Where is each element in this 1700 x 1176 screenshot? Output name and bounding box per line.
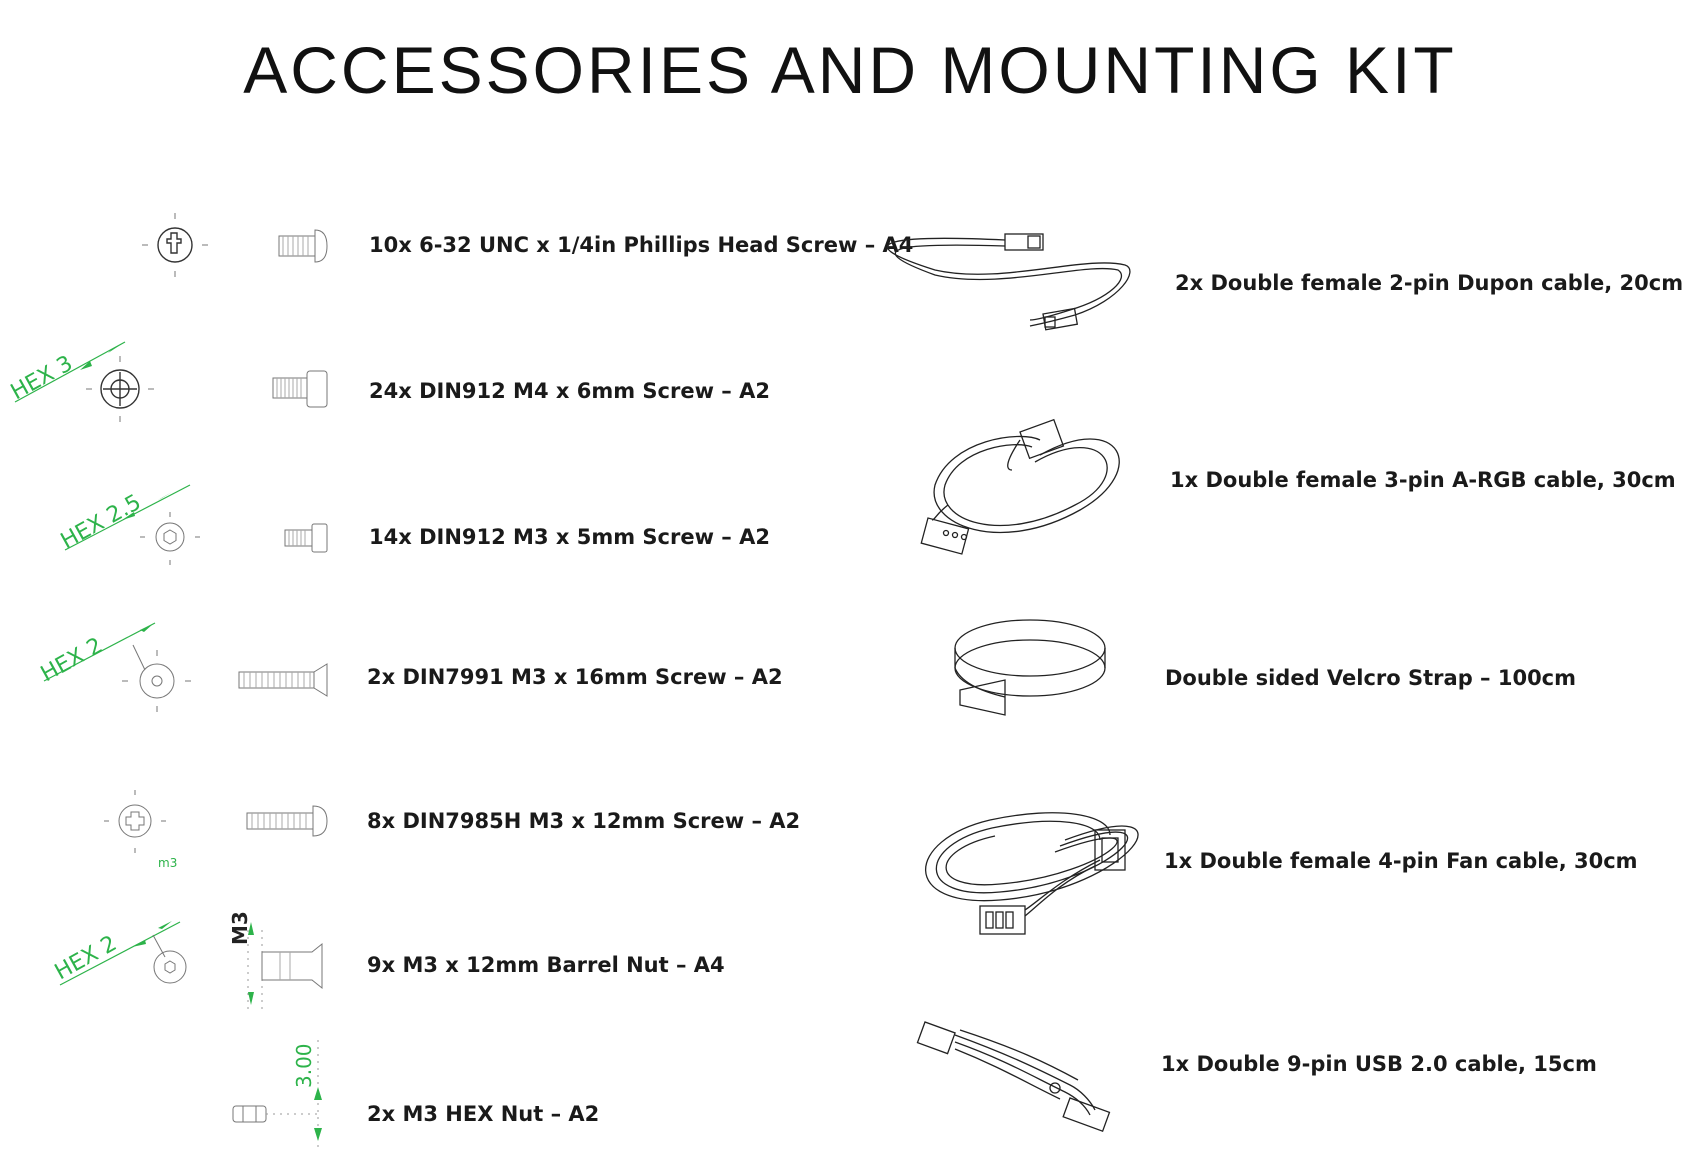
phillips-screw-side-icon [278, 229, 328, 263]
item-label-phillips-screw: 10x 6-32 UNC x 1/4in Phillips Head Screw… [369, 233, 914, 257]
dupon-2pin-cable-icon [886, 233, 1131, 331]
hex-3-label: HEX 3 [7, 351, 77, 405]
hex-2-label: HEX 2 [37, 633, 107, 687]
din912-m3-side-icon [284, 523, 328, 553]
argb-3pin-cable-icon [920, 418, 1120, 555]
barrel-nut-front-icon: HEX 2 [51, 921, 187, 986]
phillips-head-front-icon [142, 213, 208, 277]
hex-socket-m3-front-icon: HEX 2.5 [57, 484, 200, 565]
item-label-4pin-fan-cable: 1x Double female 4-pin Fan cable, 30cm [1164, 849, 1638, 873]
m3-label: m3 [158, 856, 177, 870]
item-label-din7991-screw: 2x DIN7991 M3 x 16mm Screw – A2 [367, 665, 783, 689]
barrel-nut-side-icon: M3 [228, 911, 323, 1010]
din7991-side-icon [238, 663, 328, 697]
item-label-barrel-nut: 9x M3 x 12mm Barrel Nut – A4 [367, 953, 725, 977]
m3-dimension-label: M3 [228, 911, 252, 945]
hex-2-5-label: HEX 2.5 [57, 490, 146, 554]
usb-9pin-cable-icon [916, 1021, 1111, 1132]
hex-socket-m4-front-icon: HEX 3 [7, 341, 154, 422]
item-label-usb-cable: 1x Double 9-pin USB 2.0 cable, 15cm [1161, 1052, 1597, 1076]
velcro-strap-icon [954, 619, 1106, 716]
item-label-din912-m4-screw: 24x DIN912 M4 x 6mm Screw – A2 [369, 379, 770, 403]
dimension-3-00-label: 3.00 [292, 1043, 316, 1088]
hex-nut-side-icon: 3.00 [232, 1040, 322, 1150]
page-title: ACCESSORIES AND MOUNTING KIT [243, 33, 1457, 107]
item-label-hex-nut: 2x M3 HEX Nut – A2 [367, 1102, 600, 1126]
item-label-3pin-argb-cable: 1x Double female 3-pin A-RGB cable, 30cm [1170, 468, 1676, 492]
item-label-velcro-strap: Double sided Velcro Strap – 100cm [1165, 666, 1577, 690]
item-label-din7985h-screw: 8x DIN7985H M3 x 12mm Screw – A2 [367, 809, 801, 833]
hex-2-barrel-label: HEX 2 [51, 931, 121, 985]
countersunk-front-icon: HEX 2 [37, 622, 191, 712]
item-label-2pin-dupon-cable: 2x Double female 2-pin Dupon cable, 20cm [1175, 271, 1684, 295]
item-label-din912-m3-screw: 14x DIN912 M3 x 5mm Screw – A2 [369, 525, 770, 549]
fan-4pin-cable-icon [924, 812, 1139, 935]
din7985h-side-icon [246, 805, 328, 837]
din912-m4-side-icon [272, 370, 328, 408]
pan-head-front-icon: m3 [104, 790, 177, 870]
